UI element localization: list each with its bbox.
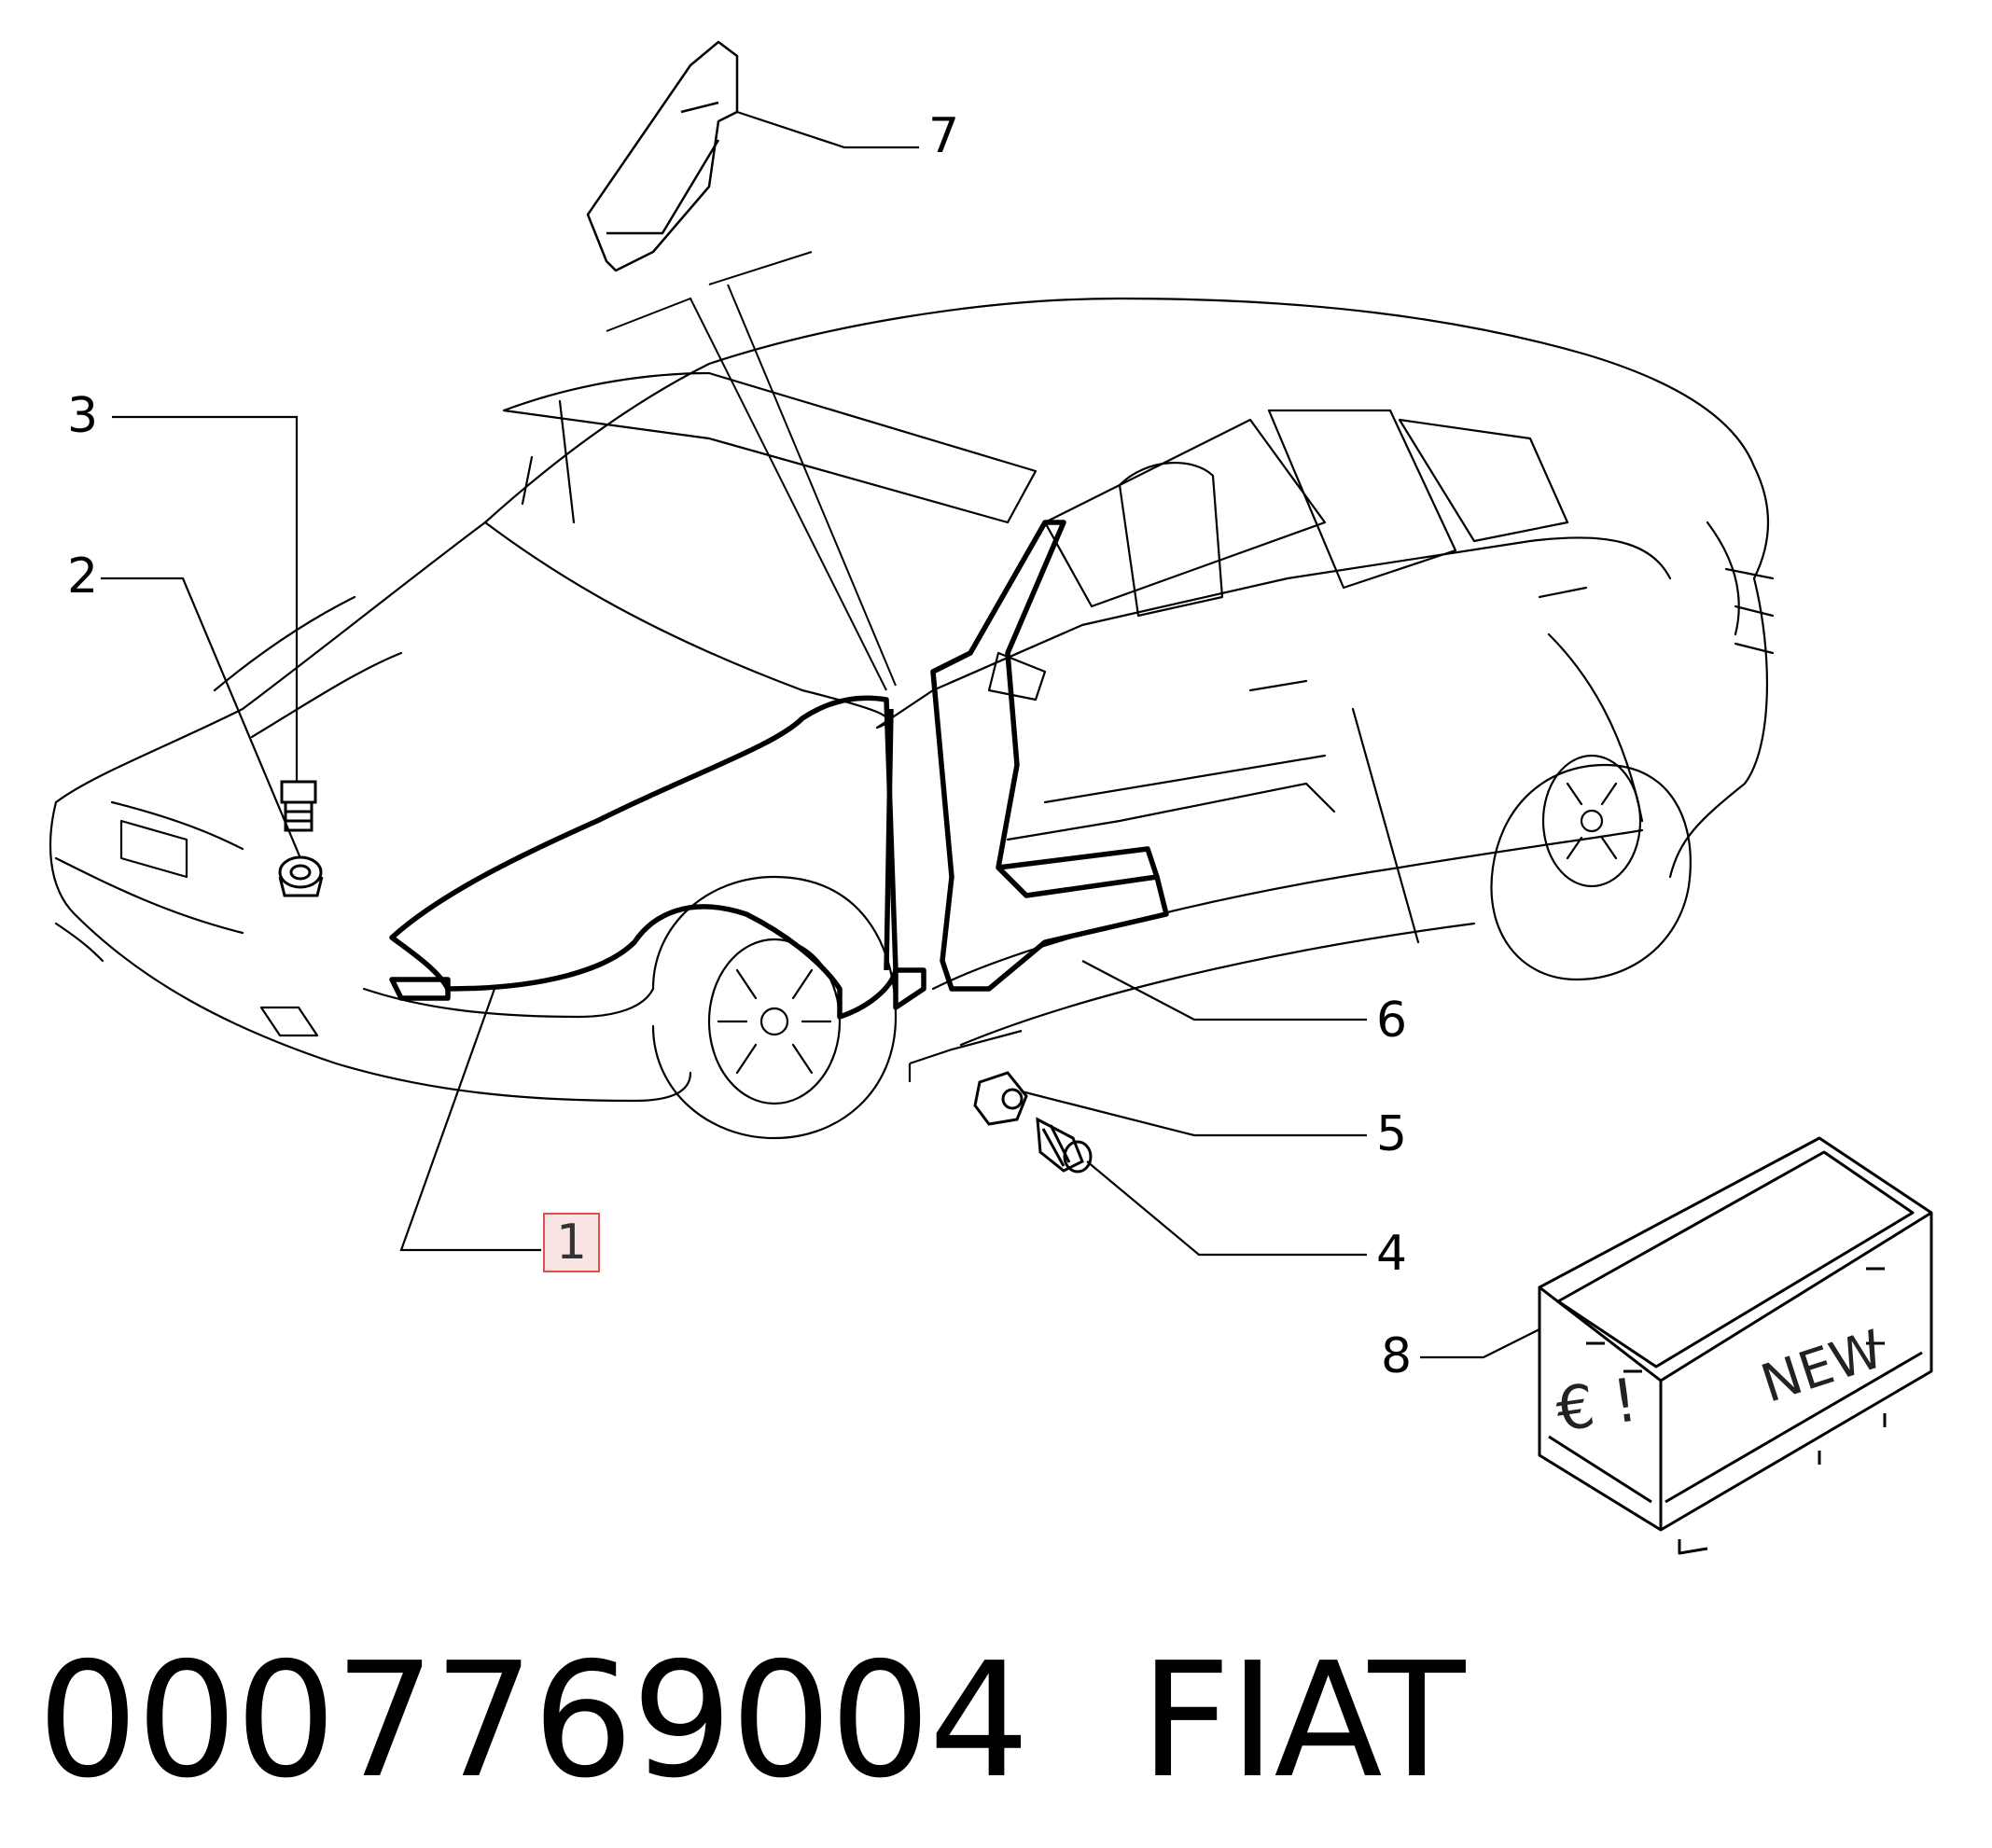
crate-symbol-label: € ! <box>1552 1366 1642 1446</box>
callout-7[interactable]: 7 <box>928 108 960 164</box>
part-4-screw <box>1036 1117 1093 1174</box>
callout-6[interactable]: 6 <box>1376 993 1408 1049</box>
callout-3[interactable]: 3 <box>67 388 99 444</box>
front-wing-part <box>389 695 898 1020</box>
callout-5[interactable]: 5 <box>1376 1106 1408 1162</box>
rear-wheel <box>1490 754 1692 981</box>
part-3-bolt <box>280 780 317 832</box>
part-8-crate <box>1538 1136 1933 1555</box>
part-7-trim-panel <box>586 40 739 272</box>
callout-1-highlighted[interactable]: 1 <box>543 1213 601 1272</box>
car-body-outline <box>49 297 1775 1103</box>
a-pillar-part <box>930 520 1169 992</box>
part-5-nut <box>973 1071 1028 1126</box>
brand-name: FIAT <box>1139 1629 1466 1813</box>
part-2-grommet <box>278 855 324 897</box>
callout-8[interactable]: 8 <box>1381 1328 1413 1384</box>
front-wheel <box>651 875 898 1140</box>
part-number: 0007769004 <box>37 1629 1030 1813</box>
callout-2[interactable]: 2 <box>67 549 99 604</box>
callout-4[interactable]: 4 <box>1376 1226 1408 1282</box>
